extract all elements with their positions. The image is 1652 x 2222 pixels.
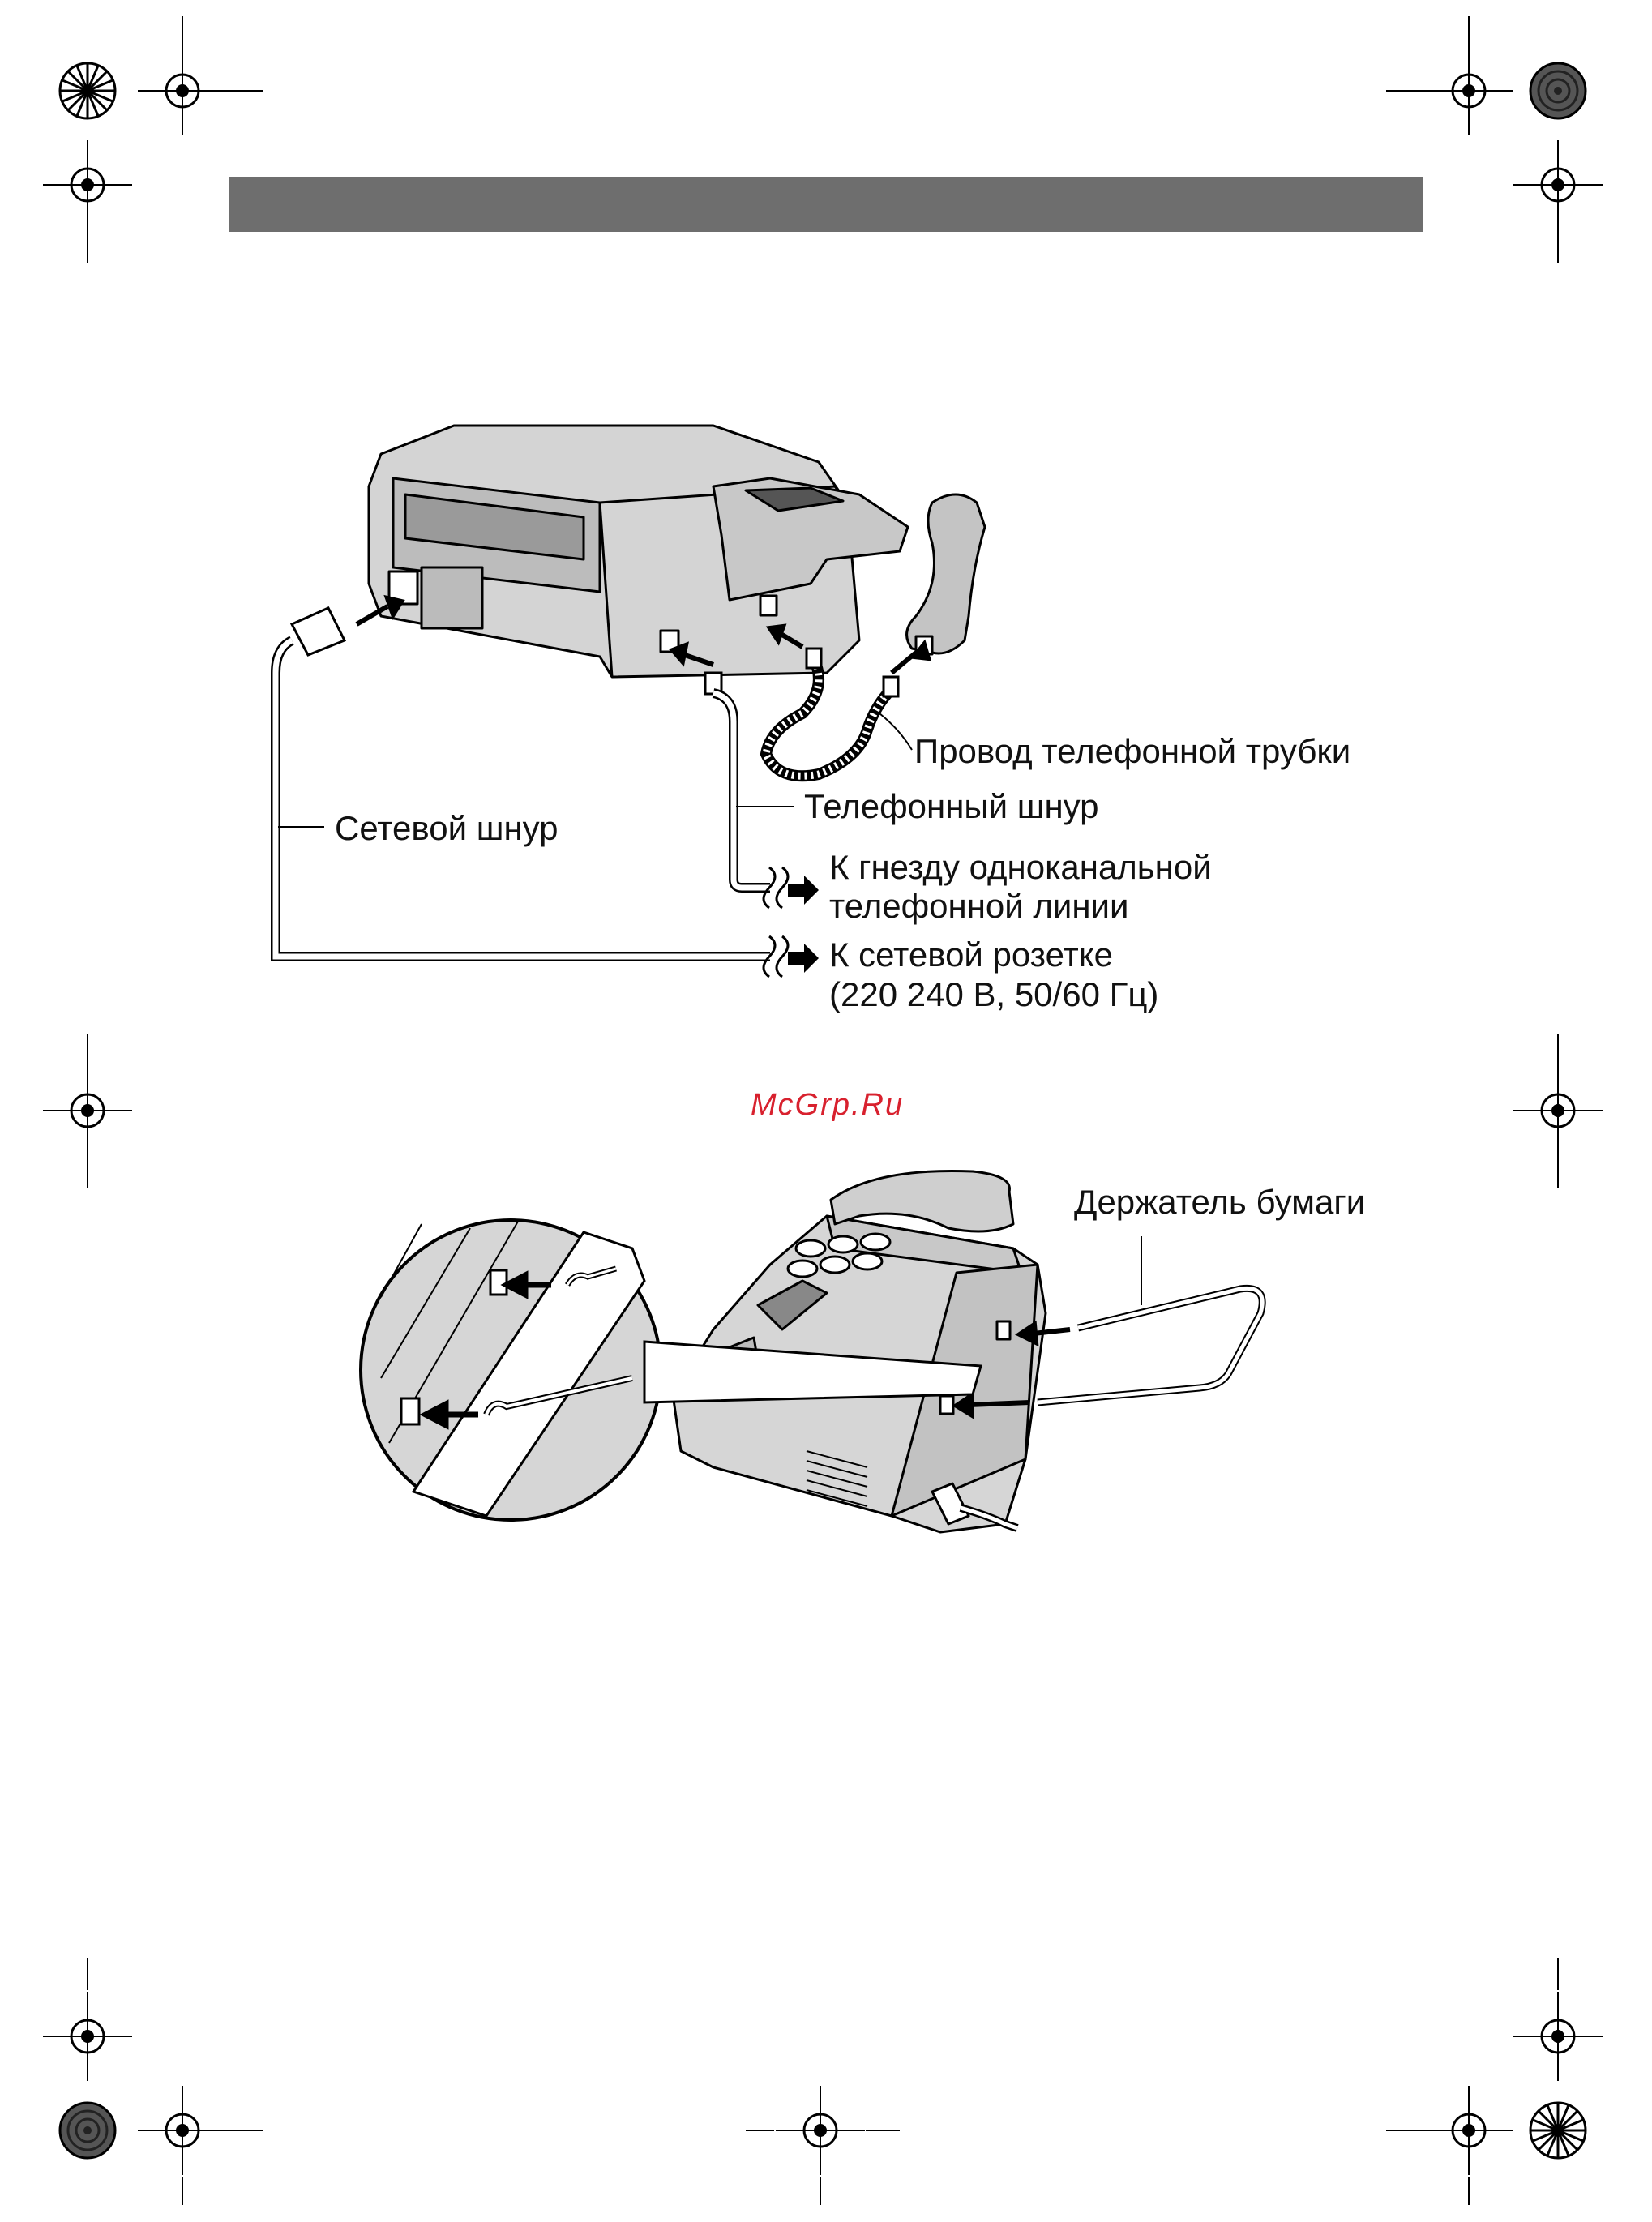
- paper-holder-label: Держатель бумаги: [1074, 1182, 1365, 1222]
